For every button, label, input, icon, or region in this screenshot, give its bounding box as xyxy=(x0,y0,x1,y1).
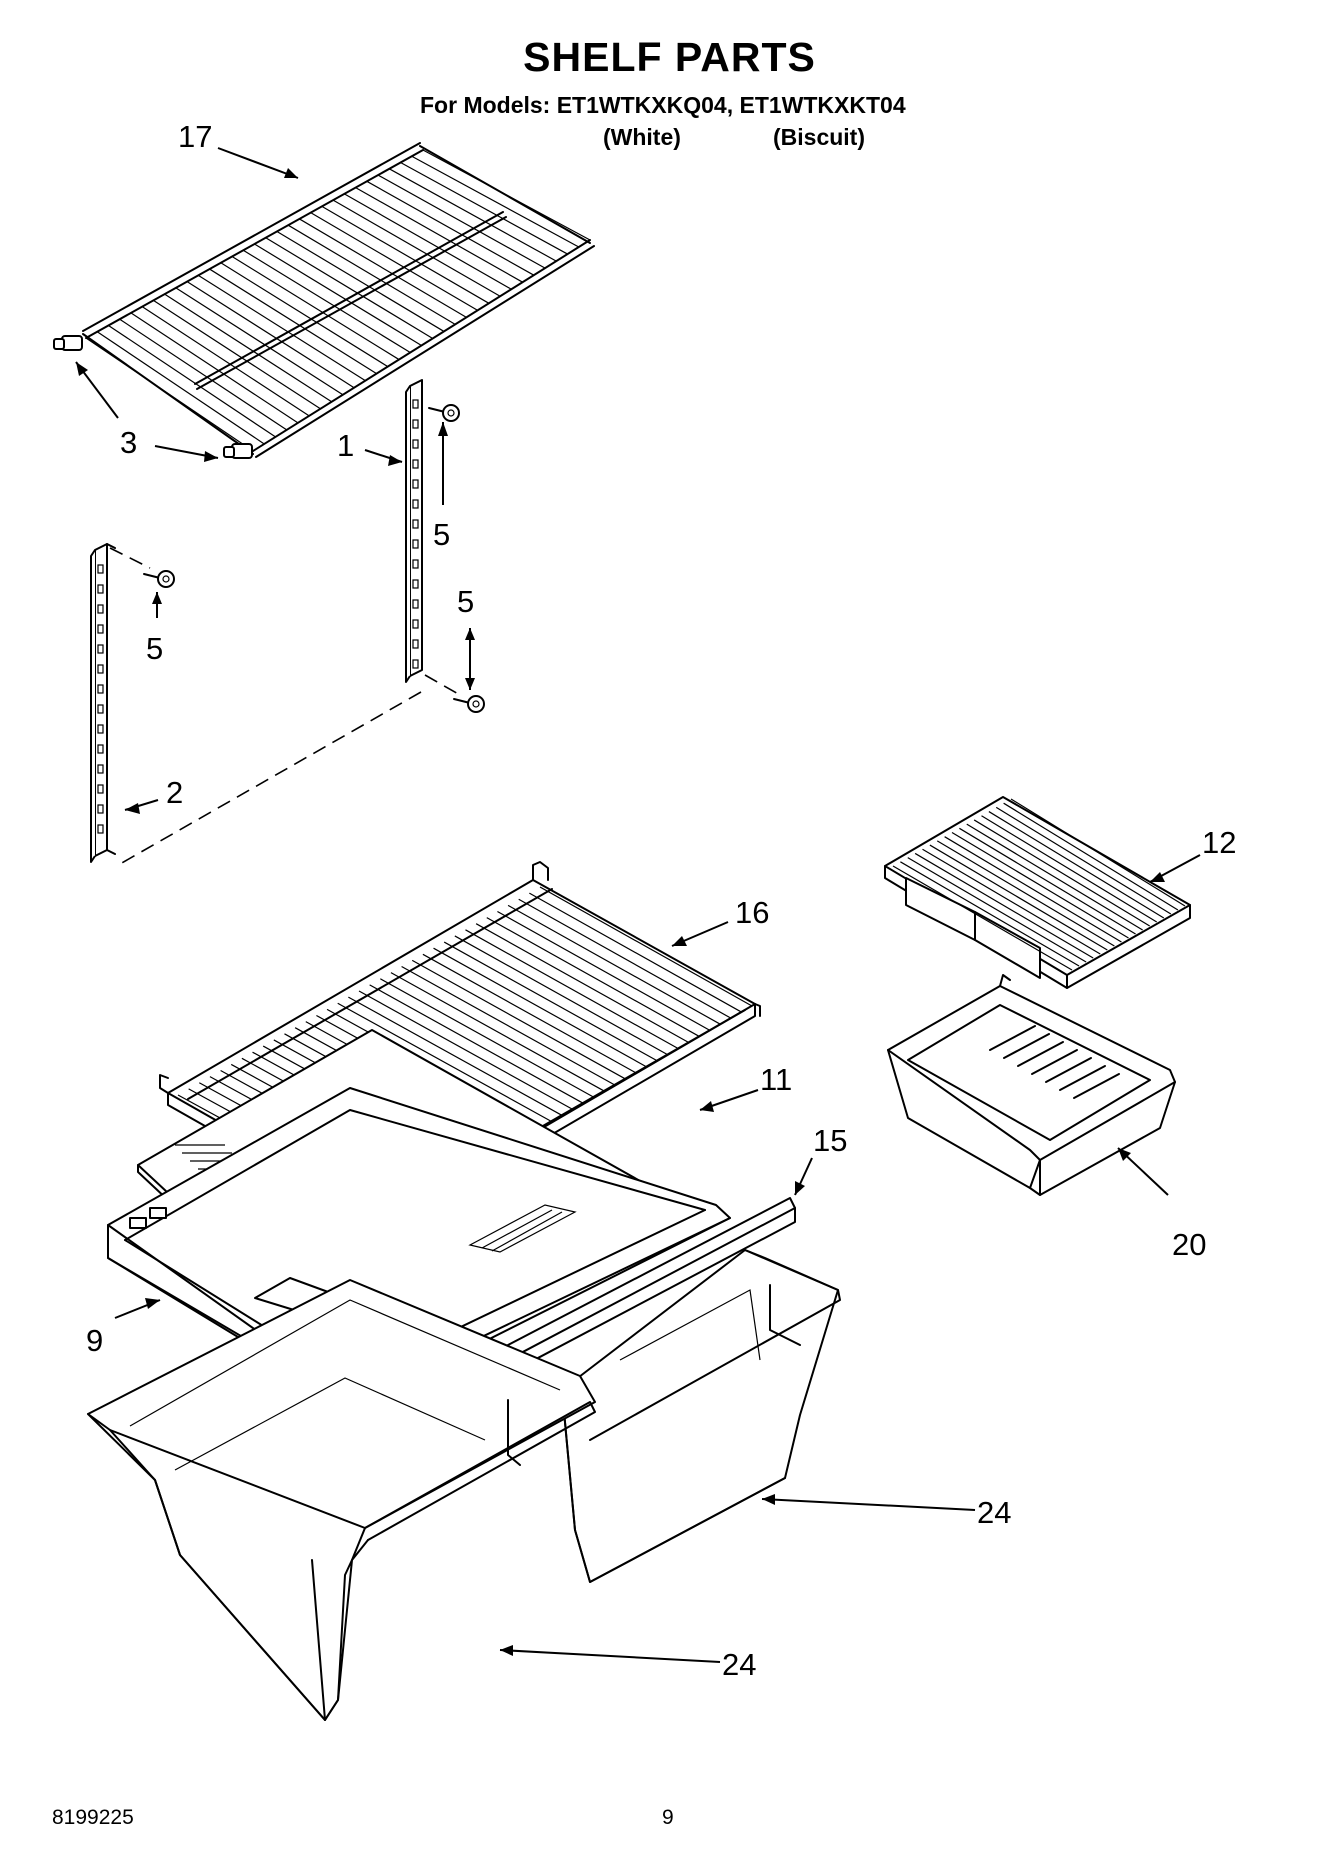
callout-1: 1 xyxy=(337,428,354,463)
callout-5-right-upper: 5 xyxy=(433,517,450,552)
variant-biscuit: (Biscuit) xyxy=(773,124,865,150)
callout-12: 12 xyxy=(1202,825,1236,860)
callout-24-rear-drawer: 24 xyxy=(977,1495,1011,1530)
part-24-crisper-drawer-front xyxy=(87,1279,596,1721)
variant-white: (White) xyxy=(603,124,681,150)
document-number: 8199225 xyxy=(52,1806,134,1829)
part-20-snack-drawer xyxy=(887,974,1176,1196)
part-17-wire-shelf xyxy=(82,142,595,458)
callout-2: 2 xyxy=(166,775,183,810)
part-12-small-shelf xyxy=(884,796,1191,989)
page-number: 9 xyxy=(662,1806,674,1829)
leader-lines xyxy=(75,147,1201,1663)
callout-11: 11 xyxy=(760,1062,792,1097)
callout-15: 15 xyxy=(813,1123,847,1158)
callout-16: 16 xyxy=(735,895,769,930)
models-line: For Models: ET1WTKXKQ04, ET1WTKXKT04 xyxy=(420,92,906,118)
callout-20: 20 xyxy=(1172,1227,1206,1262)
callout-5-right-lower: 5 xyxy=(457,584,474,619)
callout-9: 9 xyxy=(86,1323,103,1358)
part-2-left-rail xyxy=(90,543,116,863)
part-1-right-rail xyxy=(405,379,423,683)
part-5-screw xyxy=(143,404,485,713)
page-title: SHELF PARTS xyxy=(523,34,816,80)
callout-3: 3 xyxy=(120,425,137,460)
callout-24-front-drawer: 24 xyxy=(722,1647,756,1682)
callout-17: 17 xyxy=(178,119,212,154)
part-3-shelf-cap xyxy=(53,335,253,459)
part-24-crisper-drawer-rear xyxy=(561,1249,841,1583)
callout-5-left: 5 xyxy=(146,631,163,666)
